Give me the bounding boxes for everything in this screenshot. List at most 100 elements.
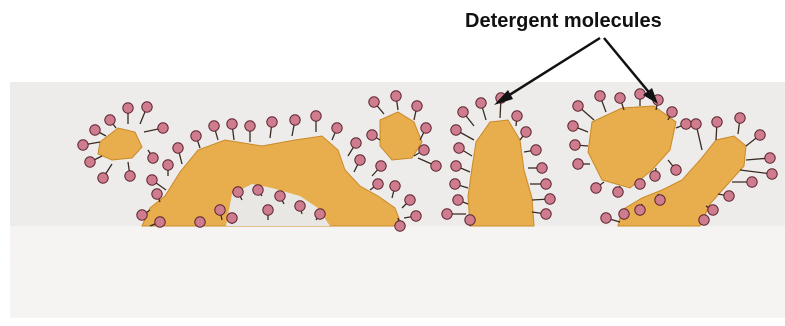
detergent-head [191, 131, 201, 141]
detergent-head [233, 187, 243, 197]
detergent-molecule [635, 204, 645, 215]
detergent-head [290, 115, 300, 125]
detergent-head [163, 160, 173, 170]
detergent-head [765, 153, 775, 163]
detergent-head [667, 107, 677, 117]
detergent-head [125, 171, 135, 181]
detergent-head [369, 97, 379, 107]
detergent-head [735, 113, 745, 123]
detergent-head [263, 205, 273, 215]
detergent-head [708, 205, 718, 215]
detergent-head [451, 161, 461, 171]
detergent-head [545, 194, 555, 204]
detergent-head [148, 153, 158, 163]
detergent-head [431, 161, 441, 171]
detergent-head [573, 159, 583, 169]
detergent-head [267, 117, 277, 127]
detergent-head [450, 179, 460, 189]
detergent-head [767, 169, 777, 179]
detergent-head [595, 91, 605, 101]
detergent-molecule [195, 217, 205, 227]
detergent-head [650, 171, 660, 181]
detergent-head [635, 179, 645, 189]
detergent-head [512, 111, 522, 121]
detergent-head [332, 123, 342, 133]
detergent-molecule [699, 215, 709, 225]
detergent-head [453, 195, 463, 205]
detergent-head [376, 161, 386, 171]
detergent-head [195, 217, 205, 227]
detergent-head [227, 119, 237, 129]
detergent-head [311, 111, 321, 121]
detergent-head [395, 221, 405, 231]
detergent-head [655, 195, 665, 205]
detergent-head [405, 195, 415, 205]
detergent-head [245, 121, 255, 131]
detergent-head [295, 201, 305, 211]
detergent-head [619, 209, 629, 219]
detergent-head [315, 209, 325, 219]
detergent-head [411, 211, 421, 221]
detergent-head [671, 165, 681, 175]
detergent-molecule [227, 213, 237, 224]
detergent-head [573, 101, 583, 111]
detergent-head [215, 205, 225, 215]
detergent-head [147, 175, 157, 185]
detergent-molecule [613, 186, 623, 197]
detergent-head [391, 91, 401, 101]
detergent-head [412, 101, 422, 111]
detergent-head [699, 215, 709, 225]
detergent-head [541, 209, 551, 219]
detergent-head [591, 183, 601, 193]
detergent-head [531, 145, 541, 155]
detergent-head [747, 177, 757, 187]
detergent-head [681, 119, 691, 129]
detergent-head [635, 205, 645, 215]
detergent-head [390, 181, 400, 191]
detergent-head [209, 121, 219, 131]
detergent-head [253, 185, 263, 195]
detergent-head [158, 123, 168, 133]
detergent-head [615, 93, 625, 103]
detergent-head [442, 209, 452, 219]
detergent-head [454, 143, 464, 153]
detergent-head [755, 130, 765, 140]
detergent-molecule [655, 194, 665, 205]
detergent-head [142, 102, 152, 112]
detergent-head [601, 213, 611, 223]
detergent-head [173, 143, 183, 153]
detergent-head [373, 179, 383, 189]
detergent-head [275, 191, 285, 201]
detergent-head [613, 187, 623, 197]
detergent-head [105, 115, 115, 125]
detergent-head [570, 140, 580, 150]
detergent-molecule [315, 209, 325, 220]
detergent-head [724, 191, 734, 201]
detergent-head [227, 213, 237, 223]
detergent-head [90, 125, 100, 135]
detergent-head [78, 140, 88, 150]
detergent-head [85, 157, 95, 167]
detergent-head [521, 127, 531, 137]
detergent-head [635, 89, 645, 99]
detergent-head [458, 107, 468, 117]
detergent-head [537, 163, 547, 173]
detergent-molecule [619, 209, 629, 219]
detergent-head [712, 117, 722, 127]
detergent-head [137, 210, 147, 220]
detergent-head [355, 155, 365, 165]
detergent-head [465, 215, 475, 225]
detergent-molecule [253, 185, 263, 196]
detergent-head [476, 98, 486, 108]
detergent-molecule [465, 215, 475, 226]
detergent-head [123, 103, 133, 113]
detergent-head [155, 217, 165, 227]
detergent-head [367, 130, 377, 140]
detergent-head [421, 123, 431, 133]
detergent-molecules-label: Detergent molecules [465, 10, 662, 33]
detergent-head [691, 119, 701, 129]
detergent-head [451, 125, 461, 135]
detergent-head [568, 121, 578, 131]
detergent-head [419, 145, 429, 155]
